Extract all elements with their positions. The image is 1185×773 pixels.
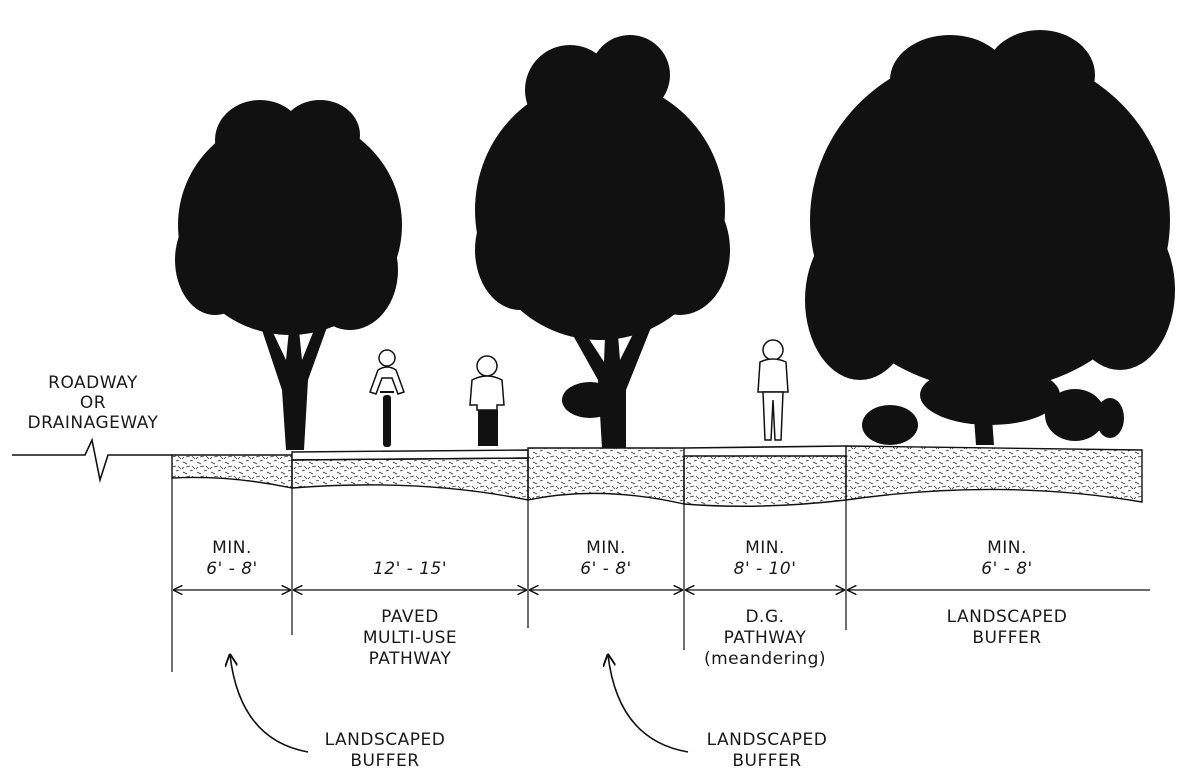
zone-5-name-line-2: BUFFER (972, 628, 1041, 648)
zone-4-name-line-1: D.G. (745, 607, 784, 627)
zone-4-name-line-3: (meandering) (704, 649, 826, 669)
zone-1-dim-prefix: MIN. (212, 538, 252, 558)
callout-arrow-1 (230, 655, 309, 753)
callout-arrow-2 (608, 655, 689, 753)
ground-section (12, 437, 1143, 507)
zone-5-dim-value: 6' - 8' (981, 559, 1032, 579)
callout-1-line-2: BUFFER (350, 751, 419, 771)
tree-right (805, 30, 1175, 445)
tree-middle (475, 35, 730, 448)
zone-3-dim-prefix: MIN. (586, 538, 626, 558)
cyclist-figure (369, 349, 405, 447)
pedestrian-figure-1 (469, 355, 505, 446)
zone-2-name-line-3: PATHWAY (369, 649, 452, 669)
zone-4-dim-prefix: MIN. (745, 538, 785, 558)
roadway-label-line-1: ROADWAY (48, 373, 138, 393)
zone-4-name-line-2: PATHWAY (724, 628, 807, 648)
zone-4-dim-value: 8' - 10' (734, 559, 797, 579)
roadway-label: ROADWAY OR DRAINAGEWAY (28, 373, 159, 433)
zone-2-name-line-2: MULTI-USE (363, 628, 457, 648)
zone-2-name-line-1: PAVED (381, 607, 439, 627)
zone-1-dim-value: 6' - 8' (206, 559, 257, 579)
callout-1-line-1: LANDSCAPED (325, 730, 446, 750)
tree-left (175, 100, 402, 450)
roadway-label-line-3: DRAINAGEWAY (28, 413, 159, 433)
roadway-label-line-2: OR (80, 393, 106, 413)
callout-2-line-2: BUFFER (732, 751, 801, 771)
zone-2-dim-value: 12' - 15' (373, 559, 447, 579)
shrub-group-right (862, 389, 1124, 445)
callout-2-line-1: LANDSCAPED (707, 730, 828, 750)
pedestrian-figure-2 (757, 339, 789, 441)
zone-5-name-line-1: LANDSCAPED (947, 607, 1068, 627)
zone-3-dim-value: 6' - 8' (580, 559, 631, 579)
dimension-lines (171, 478, 1150, 672)
zone-5-dim-prefix: MIN. (987, 538, 1027, 558)
